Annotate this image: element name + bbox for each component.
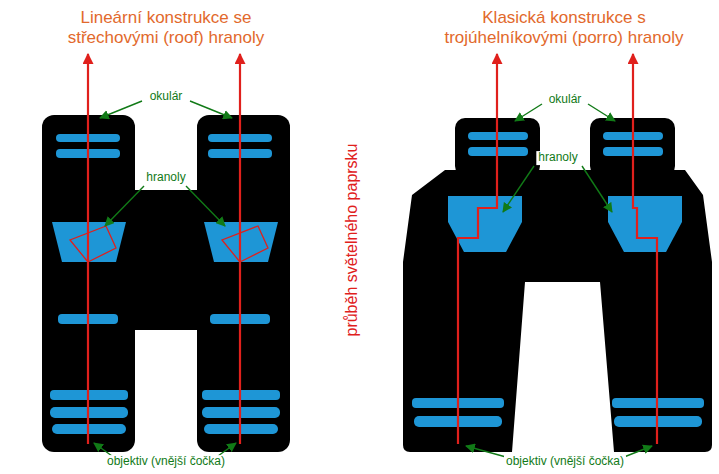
light-ray [458,54,657,444]
part-label: hranoly [144,171,187,185]
heading: Klasická konstrukce s trojúhelníkovými (… [439,8,689,47]
bridge [130,190,202,330]
roof-prism [52,222,278,262]
lenses [50,134,280,434]
part-label: okulár [148,90,185,104]
roof-binocular [42,54,290,452]
porro-body [403,170,712,452]
ray-in-prism [70,226,268,262]
leader-arrows [94,101,652,457]
part-label: okulár [547,93,584,107]
porro-binocular [403,54,712,452]
light-ray [88,54,240,444]
part-label: objektiv (vnější čočka) [504,455,626,469]
part-label: hranoly [536,151,579,165]
ray-caption: průběh světelného paprsku [343,143,361,336]
right-barrel [197,115,290,452]
heading: Lineární konstrukce se střechovými (roof… [46,8,286,47]
lenses [412,132,704,427]
porro-prism [448,196,682,252]
part-label: objektiv (vnější čočka) [105,455,227,469]
